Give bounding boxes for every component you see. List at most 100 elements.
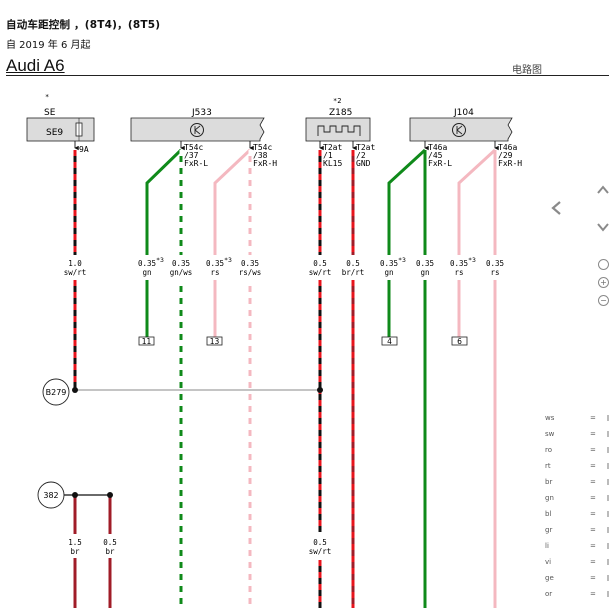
legend-row: sw= bbox=[545, 430, 609, 438]
svg-text:4: 4 bbox=[387, 337, 392, 346]
svg-text:sw/rt: sw/rt bbox=[64, 268, 87, 277]
junction-dot bbox=[317, 387, 323, 393]
page-subtitle: 自 2019 年 6 月起 bbox=[6, 40, 91, 51]
svg-text:sw/rt: sw/rt bbox=[309, 547, 332, 556]
svg-text:/29: /29 bbox=[498, 151, 513, 160]
legend-row: ws= bbox=[545, 414, 609, 422]
svg-text:/1: /1 bbox=[323, 151, 333, 160]
legend-row: li= bbox=[545, 542, 609, 550]
junction-dot bbox=[72, 492, 78, 498]
svg-text:1.5: 1.5 bbox=[68, 538, 82, 547]
svg-text:0.35: 0.35 bbox=[380, 259, 398, 268]
component-z185: *2 Z185 bbox=[305, 97, 371, 142]
node-382: 382 bbox=[37, 481, 65, 509]
legend-row: gn= bbox=[545, 494, 609, 502]
chevron-up-icon[interactable] bbox=[597, 183, 609, 199]
svg-text:0.5: 0.5 bbox=[103, 538, 117, 547]
svg-text:FxR-L: FxR-L bbox=[184, 159, 208, 168]
svg-text:/38: /38 bbox=[253, 151, 268, 160]
chevron-down-icon[interactable] bbox=[597, 220, 609, 236]
svg-text:FxR-H: FxR-H bbox=[498, 159, 522, 168]
chevron-left-icon[interactable] bbox=[549, 200, 563, 219]
svg-text:T54c: T54c bbox=[253, 143, 272, 152]
svg-text:382: 382 bbox=[43, 491, 58, 500]
legend-row: ge= bbox=[545, 574, 609, 582]
wires bbox=[73, 148, 497, 608]
svg-text:0.35: 0.35 bbox=[138, 259, 156, 268]
svg-text:br/rt: br/rt bbox=[342, 268, 365, 277]
svg-text:gn: gn bbox=[142, 268, 151, 277]
component-j533: J533 bbox=[130, 108, 265, 142]
component-se: * SE SE9 bbox=[26, 93, 95, 142]
svg-text:T54c: T54c bbox=[184, 143, 203, 152]
header-divider bbox=[6, 75, 609, 76]
svg-text:0.35: 0.35 bbox=[416, 259, 434, 268]
transistor-icon bbox=[452, 123, 466, 137]
svg-text:0.35: 0.35 bbox=[486, 259, 504, 268]
se-label: SE bbox=[44, 108, 56, 118]
legend-row: bl= bbox=[545, 510, 609, 518]
svg-text:0.5: 0.5 bbox=[346, 259, 360, 268]
svg-text:GND: GND bbox=[356, 159, 371, 168]
pin-label: T46a /45 FxR-L bbox=[428, 143, 452, 168]
pin-label: T2at /2 GND bbox=[356, 143, 375, 168]
pin-labels: 9A T54c /37 FxR-L T54c /38 FxR-H T2at /1… bbox=[79, 143, 522, 168]
pin-arrows bbox=[74, 141, 499, 151]
svg-text:gn: gn bbox=[384, 268, 393, 277]
wire-label: 1.0sw/rt bbox=[64, 259, 87, 277]
svg-text:B279: B279 bbox=[46, 388, 67, 397]
fuse-label: SE9 bbox=[46, 128, 63, 138]
pin-label: T54c /38 FxR-H bbox=[253, 143, 277, 168]
svg-text:rs: rs bbox=[490, 268, 499, 277]
svg-text:KL15: KL15 bbox=[323, 159, 342, 168]
svg-text:T46a: T46a bbox=[498, 143, 517, 152]
svg-text:T2at: T2at bbox=[356, 143, 375, 152]
svg-text:FxR-H: FxR-H bbox=[253, 159, 277, 168]
vehicle-model: Audi A6 bbox=[6, 56, 65, 75]
legend-row: or= bbox=[545, 590, 609, 598]
svg-text:11: 11 bbox=[142, 337, 152, 346]
legend-row: ro= bbox=[545, 446, 609, 454]
search-icon[interactable] bbox=[598, 259, 609, 270]
svg-text:1.0: 1.0 bbox=[68, 259, 82, 268]
legend-row: rt= bbox=[545, 462, 609, 470]
se-pin: 9A bbox=[79, 145, 89, 154]
svg-text:*3: *3 bbox=[224, 256, 232, 264]
terminal-box: 13 bbox=[206, 336, 223, 346]
j104-box bbox=[409, 117, 513, 142]
z185-label: Z185 bbox=[329, 108, 352, 118]
z185-box bbox=[305, 117, 371, 142]
z185-star: *2 bbox=[333, 97, 341, 105]
terminal-box: 6 bbox=[451, 336, 468, 346]
wire-label: 0.5br/rt bbox=[342, 259, 365, 277]
wire-j533-gn bbox=[145, 148, 183, 337]
svg-text:rs: rs bbox=[454, 268, 463, 277]
terminal-box: 4 bbox=[381, 336, 398, 346]
document-type: 电路图 bbox=[512, 65, 542, 76]
pin-label: T46a /29 FxR-H bbox=[498, 143, 522, 168]
wire-j104-gn-a bbox=[387, 148, 427, 337]
svg-text:/45: /45 bbox=[428, 151, 443, 160]
junction-dot bbox=[72, 387, 78, 393]
pin-label: T2at /1 KL15 bbox=[323, 143, 342, 168]
svg-text:br: br bbox=[70, 547, 80, 556]
svg-text:*3: *3 bbox=[398, 256, 406, 264]
junction-dot bbox=[107, 492, 113, 498]
pin-label: T54c /37 FxR-L bbox=[184, 143, 208, 168]
svg-text:0.5: 0.5 bbox=[313, 259, 327, 268]
terminals: 11 13 4 6 bbox=[138, 336, 468, 346]
zoom-out-icon[interactable]: − bbox=[598, 295, 609, 306]
svg-text:0.35: 0.35 bbox=[450, 259, 468, 268]
terminal-box: 11 bbox=[138, 336, 155, 346]
svg-text:/2: /2 bbox=[356, 151, 366, 160]
zoom-in-icon[interactable]: + bbox=[598, 277, 609, 288]
wire-label: 0.5sw/rt bbox=[309, 259, 332, 277]
